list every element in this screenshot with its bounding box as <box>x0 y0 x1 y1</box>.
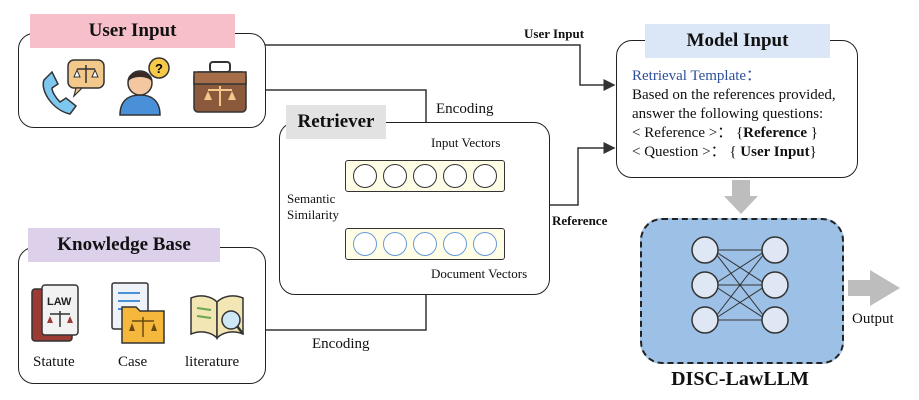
reference-suffix: } <box>807 125 818 141</box>
template-label: Retrieval Template： <box>632 68 762 84</box>
case-folder-icon <box>111 282 165 344</box>
document-vector <box>345 228 505 260</box>
user-input-title: User Input <box>30 14 235 48</box>
reference-arrow <box>548 142 616 206</box>
law-book-icon: LAW <box>31 284 79 342</box>
input-vector-cell <box>443 164 467 188</box>
input-vector-cell <box>413 164 437 188</box>
knowledge-base-title: Knowledge Base <box>28 228 220 262</box>
briefcase-scale-icon <box>193 61 247 113</box>
grey-output-arrow <box>848 270 900 306</box>
llm-name: DISC-LawLLM <box>671 368 809 390</box>
retriever-panel <box>279 122 550 295</box>
input-vector-cell <box>383 164 407 188</box>
output-label: Output <box>852 311 894 327</box>
case-label: Case <box>118 354 148 370</box>
question-suffix: } <box>809 144 817 160</box>
reference-value: Reference <box>743 125 808 141</box>
literature-label: literature <box>185 354 240 370</box>
confused-person-icon: ? <box>119 57 170 116</box>
model-input-panel <box>616 40 858 178</box>
model-input-title: Model Input <box>645 24 830 58</box>
grey-down-arrow <box>724 180 758 214</box>
user-input-to-model-arrow <box>264 44 616 91</box>
document-vector-cell <box>383 232 407 256</box>
template-line-1: Based on the references provided, <box>632 87 836 103</box>
retriever-title: Retriever <box>286 105 386 139</box>
open-book-icon <box>190 295 244 340</box>
retrieval-template: Retrieval Template： Based on the referen… <box>632 67 836 162</box>
document-vector-cell <box>353 232 377 256</box>
document-vectors-label: Document Vectors <box>431 266 528 281</box>
similarity-label: Similarity <box>287 207 339 222</box>
svg-text:LAW: LAW <box>47 296 72 308</box>
document-vector-cell <box>443 232 467 256</box>
question-value: User Input <box>740 144 810 160</box>
document-vector-cell <box>413 232 437 256</box>
semantic-label: Semantic <box>287 191 336 206</box>
reference-prefix: < Reference >： { <box>632 125 744 141</box>
input-vectors-label: Input Vectors <box>431 135 501 150</box>
input-vector-cell <box>473 164 497 188</box>
neural-network-icon <box>691 236 789 334</box>
template-question-line: < Question >： { User Input} <box>632 143 836 162</box>
template-line-2: answer the following questions: <box>632 106 824 122</box>
input-vector <box>345 160 505 192</box>
input-vector-cell <box>353 164 377 188</box>
encoding-top-label: Encoding <box>436 101 494 117</box>
svg-text:?: ? <box>155 61 163 76</box>
reference-arrow-label: Reference <box>552 213 608 228</box>
llm-block <box>640 218 844 364</box>
statute-label: Statute <box>33 354 75 370</box>
document-vector-cell <box>473 232 497 256</box>
user-input-arrow-label: User Input <box>524 26 585 41</box>
question-prefix: < Question >： { <box>632 144 741 160</box>
template-reference-line: < Reference >： {Reference } <box>632 124 836 143</box>
phone-consultation-icon <box>42 59 105 115</box>
encoding-bottom-label: Encoding <box>312 336 370 352</box>
